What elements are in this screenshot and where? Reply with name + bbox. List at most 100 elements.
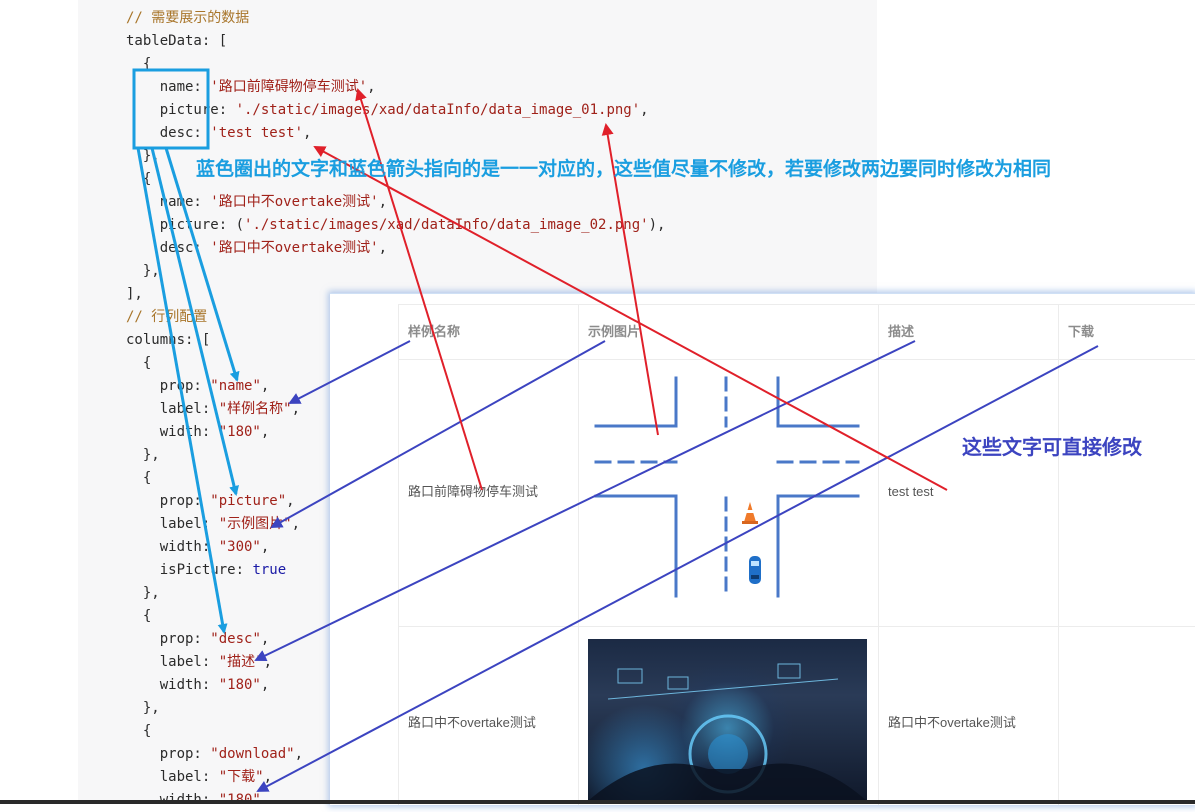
header-description: 描述 [888, 324, 915, 339]
code-line: name: '路口中不overtake测试', [126, 191, 387, 214]
code-line: { [126, 352, 151, 375]
bottom-taskbar-edge [0, 800, 1195, 804]
code-token: label: [126, 769, 219, 785]
code-token: "300" [218, 539, 261, 555]
code-line: picture: ('./static/images/xad/dataInfo/… [126, 214, 666, 237]
code-token: "下载" [218, 769, 264, 785]
table-col-divider [1058, 304, 1059, 805]
header-download: 下载 [1068, 324, 1095, 339]
code-token: desc: [126, 240, 211, 256]
code-line: ], [126, 283, 143, 306]
header-sample-name: 样例名称 [408, 324, 461, 339]
code-line: }, [126, 697, 160, 720]
traffic-cone-icon [742, 502, 758, 524]
code-line: picture: './static/images/xad/dataInfo/d… [126, 99, 649, 122]
code-token: label: [126, 654, 219, 670]
code-token: "示例图片" [218, 516, 292, 532]
code-token: "desc" [210, 631, 261, 647]
code-line: // 行列配置 [126, 306, 207, 329]
row2-picture-car-interior [588, 639, 867, 801]
code-token: , [294, 746, 304, 762]
code-line: prop: "desc", [126, 628, 270, 651]
code-line: width: "300", [126, 536, 270, 559]
code-line: width: "180", [126, 421, 270, 444]
code-line: tableData: [ [126, 30, 227, 53]
code-line: { [126, 53, 151, 76]
code-line: isPicture: true [126, 559, 286, 582]
code-line: columns: [ [126, 329, 210, 352]
table-preview-panel: 样例名称 示例图片 描述 下载 路口前障碍物停车测试 test test 路口中… [330, 293, 1195, 805]
code-line: prop: "picture", [126, 490, 295, 513]
code-line: }, [126, 444, 160, 467]
code-token: label: [126, 401, 219, 417]
code-token: width: [126, 677, 219, 693]
row1-name: 路口前障碍物停车测试 [408, 484, 539, 499]
code-token: prop: [126, 631, 211, 647]
code-token: tableData: [ [126, 33, 228, 49]
code-token: , [291, 401, 301, 417]
code-line: { [126, 720, 151, 743]
code-token: , [263, 654, 273, 670]
code-token: { [126, 355, 152, 371]
code-token: "download" [210, 746, 295, 762]
code-token: '路口中不overtake测试' [210, 240, 379, 256]
code-token: label: [126, 516, 219, 532]
code-token: { [126, 723, 152, 739]
code-token: name: [126, 194, 211, 210]
row1-desc: test test [888, 484, 934, 499]
code-token: "name" [210, 378, 261, 394]
code-token: prop: [126, 378, 211, 394]
header-sample-image: 示例图片 [588, 324, 641, 339]
code-token: , [303, 125, 312, 141]
code-token: { [126, 56, 152, 72]
code-line: prop: "name", [126, 375, 270, 398]
code-token: ), [648, 217, 666, 233]
table-header-divider [398, 359, 1195, 360]
code-line: desc: 'test test', [126, 122, 312, 145]
code-token: "描述" [218, 654, 264, 670]
code-token: "180" [218, 424, 261, 440]
code-token: './static/images/xad/dataInfo/data_image… [235, 102, 641, 118]
code-token: true [252, 562, 287, 578]
purple-annotation-note: 这些文字可直接修改 [962, 437, 1142, 459]
code-token: desc: [126, 125, 211, 141]
code-token: width: [126, 424, 219, 440]
code-token: // 需要展示的数据 [126, 10, 250, 26]
row1-picture-intersection [594, 376, 860, 598]
code-line: { [126, 168, 151, 191]
code-token: , [260, 631, 270, 647]
code-line: prop: "download", [126, 743, 303, 766]
code-token: { [126, 171, 152, 187]
code-line: }, [126, 260, 160, 283]
row2-desc: 路口中不overtake测试 [888, 715, 1016, 730]
row2-name: 路口中不overtake测试 [408, 715, 536, 730]
car-icon [749, 556, 761, 584]
code-token: "样例名称" [218, 401, 292, 417]
code-line: label: "下载", [126, 766, 272, 789]
code-token: }, [126, 148, 160, 164]
code-token: '路口中不overtake测试' [210, 194, 379, 210]
code-line: desc: '路口中不overtake测试', [126, 237, 387, 260]
code-token: columns: [ [126, 332, 211, 348]
code-token: }, [126, 585, 160, 601]
code-token: prop: [126, 493, 211, 509]
code-token: // 行列配置 [126, 309, 208, 325]
code-token: "picture" [210, 493, 287, 509]
code-token: , [291, 516, 301, 532]
code-token: './static/images/xad/dataInfo/data_image… [244, 217, 649, 233]
code-token: { [126, 470, 152, 486]
code-token: name: [126, 79, 211, 95]
code-line: name: '路口前障碍物停车测试', [126, 76, 376, 99]
code-token: ], [126, 286, 143, 302]
code-line: width: "180", [126, 674, 270, 697]
code-token: , [260, 677, 270, 693]
code-token: , [260, 539, 270, 555]
code-token: , [260, 424, 270, 440]
code-line: // 需要展示的数据 [126, 7, 249, 30]
code-line: { [126, 467, 151, 490]
code-token: '路口前障碍物停车测试' [210, 79, 368, 95]
code-line: }, [126, 145, 160, 168]
code-token: width: [126, 539, 219, 555]
code-token: }, [126, 447, 160, 463]
code-line: { [126, 605, 151, 628]
